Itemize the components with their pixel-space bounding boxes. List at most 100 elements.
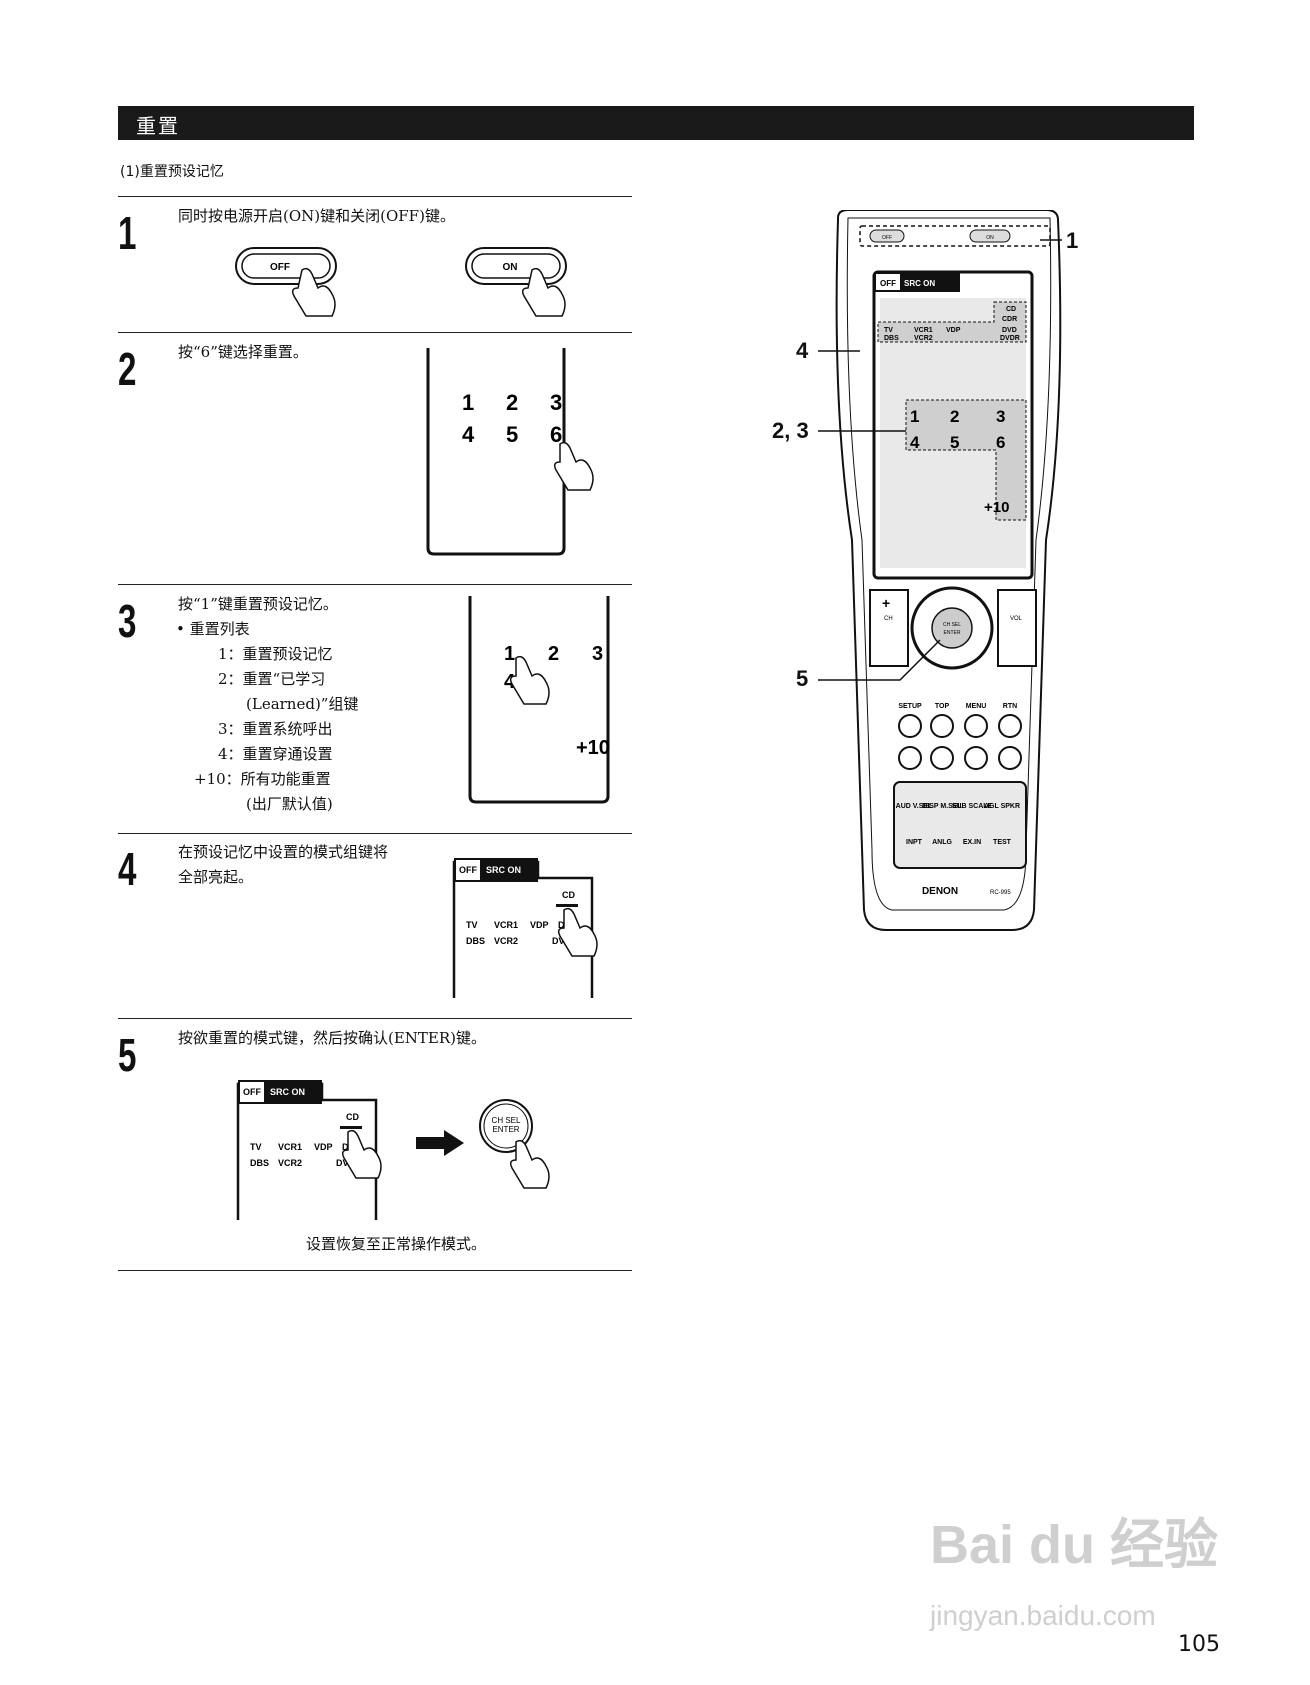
list-item: +10：所有功能重置 <box>194 770 331 788</box>
screen-cdr: CDR <box>1002 316 1017 323</box>
src-on-tab: SRC ON <box>486 865 521 875</box>
remote-control-illustration: OFF ON OFF SRC ON CD CDR TV VCR1 VDP DVD… <box>835 210 1062 931</box>
step-instruction: 按欲重置的模式键，然后按确认(ENTER)键。 <box>178 1029 487 1047</box>
enter-line-1: CH SEL <box>492 1116 521 1125</box>
rtn-label: RTN <box>1003 703 1017 710</box>
inpt-label: INPT <box>906 839 923 846</box>
remote-enter: ENTER <box>944 630 961 636</box>
watermark-logo: Bai du 经验 <box>930 1515 1219 1575</box>
mode-vdp: VDP <box>314 1142 333 1152</box>
src-on-tab: SRC ON <box>270 1087 305 1097</box>
screen-vcr1: VCR1 <box>914 327 933 334</box>
brand-logo: DENON <box>922 886 958 897</box>
on-label: ON <box>503 262 518 273</box>
page-number: 105 <box>1178 1632 1220 1657</box>
key-5: 5 <box>506 422 518 447</box>
divider <box>118 584 632 585</box>
remote-off: OFF <box>882 235 892 241</box>
off-label: OFF <box>270 262 290 273</box>
screen-off: OFF <box>880 279 896 288</box>
hand-icon <box>509 1139 550 1189</box>
screen-vdp: VDP <box>946 327 961 334</box>
screen-dvd: DVD <box>1002 327 1017 334</box>
mode-vcr2: VCR2 <box>278 1158 302 1168</box>
divider <box>118 196 632 197</box>
key-1: 1 <box>462 390 474 415</box>
enter-line-2: ENTER <box>492 1125 519 1134</box>
callout-5: 5 <box>796 666 809 691</box>
mode-dbs: DBS <box>466 936 485 946</box>
remote-key-1: 1 <box>910 407 919 426</box>
enter-button-illustration: CH SEL ENTER <box>479 1099 550 1189</box>
remote-chsel: CH SEL <box>943 622 961 628</box>
keypad-illustration: 1 2 3 4 +10 <box>468 596 610 804</box>
mode-cd: CD <box>562 890 575 900</box>
on-button-illustration: ON <box>465 247 567 317</box>
screen-dvdr: DVDR <box>1000 335 1020 342</box>
subsection-title: (1)重置预设记忆 <box>120 164 224 180</box>
off-tab: OFF <box>459 865 477 875</box>
mode-dbs: DBS <box>250 1158 269 1168</box>
divider <box>118 332 632 333</box>
divider <box>118 1270 632 1271</box>
disp-label: DISP M.SEL <box>922 803 962 810</box>
hand-icon <box>509 655 550 705</box>
off-button-illustration: OFF <box>235 247 337 317</box>
screen-src-on: SRC ON <box>904 279 935 288</box>
remote-key-plus10: +10 <box>984 499 1009 516</box>
hand-icon <box>557 907 598 957</box>
divider <box>118 1018 632 1019</box>
key-plus10: +10 <box>576 737 610 759</box>
display-illustration: OFF SRC ON CD TV VCR1 VDP DVD DBS VCR2 D… <box>452 858 598 998</box>
remote-on: ON <box>986 235 994 241</box>
step-number: 1 <box>118 207 137 259</box>
key-2: 2 <box>548 643 559 665</box>
list-item: 1：重置预设记忆 <box>218 645 333 663</box>
callout-4: 4 <box>796 338 809 363</box>
menu-label: MENU <box>966 703 987 710</box>
remote-key-6: 6 <box>996 433 1005 452</box>
remote-key-2: 2 <box>950 407 959 426</box>
key-6: 6 <box>550 422 562 447</box>
mode-cd: CD <box>346 1112 359 1122</box>
model-label: RC-995 <box>990 890 1011 896</box>
list-item: (Learned)”组键 <box>246 695 359 713</box>
remote-key-5: 5 <box>950 433 959 452</box>
agl-label: AGL SPKR <box>984 803 1020 810</box>
step-instruction: 同时按电源开启(ON)键和关闭(OFF)键。 <box>178 207 455 225</box>
step-instruction: 在预设记忆中设置的模式组键将 全部亮起。 <box>178 843 389 886</box>
setup-label: SETUP <box>898 703 922 710</box>
key-4: 4 <box>462 422 475 447</box>
section-header-bar: 重置 <box>118 106 1194 140</box>
mode-tv: TV <box>466 920 478 930</box>
mode-vcr1: VCR1 <box>494 920 518 930</box>
exin-label: EX.IN <box>963 839 981 846</box>
list-item: 3：重置系统呼出 <box>218 720 333 738</box>
display-illustration: OFF SRC ON CD TV VCR1 VDP DVD DBS VCR2 D… <box>236 1080 382 1220</box>
divider <box>118 833 632 834</box>
hand-icon <box>341 1129 382 1179</box>
remote-key-4: 4 <box>910 433 920 452</box>
step-instruction: 按“1”键重置预设记忆。 <box>178 595 338 613</box>
anlg-label: ANLG <box>932 839 952 846</box>
list-item: (出厂默认值) <box>246 795 333 813</box>
mode-tv: TV <box>250 1142 262 1152</box>
vol-label: VOL <box>1010 616 1023 622</box>
mode-vcr1: VCR1 <box>278 1142 302 1152</box>
key-2: 2 <box>506 390 518 415</box>
step-note: 设置恢复至正常操作模式。 <box>306 1235 487 1253</box>
ch-plus: + <box>882 595 890 611</box>
screen-tv: TV <box>884 327 893 334</box>
aud-label: AUD V.SEL <box>896 803 933 810</box>
key-3: 3 <box>592 643 603 665</box>
remote-key-3: 3 <box>996 407 1005 426</box>
list-title: • 重置列表 <box>176 620 250 638</box>
arrow-right-icon <box>416 1130 464 1156</box>
hand-icon <box>553 441 594 491</box>
mode-vcr2: VCR2 <box>494 936 518 946</box>
watermark-url: jingyan.baidu.com <box>930 1600 1156 1631</box>
screen-cd: CD <box>1006 306 1016 313</box>
off-tab: OFF <box>243 1087 261 1097</box>
step-instruction: 按“6”键选择重置。 <box>178 343 308 361</box>
key-1: 1 <box>504 643 515 665</box>
